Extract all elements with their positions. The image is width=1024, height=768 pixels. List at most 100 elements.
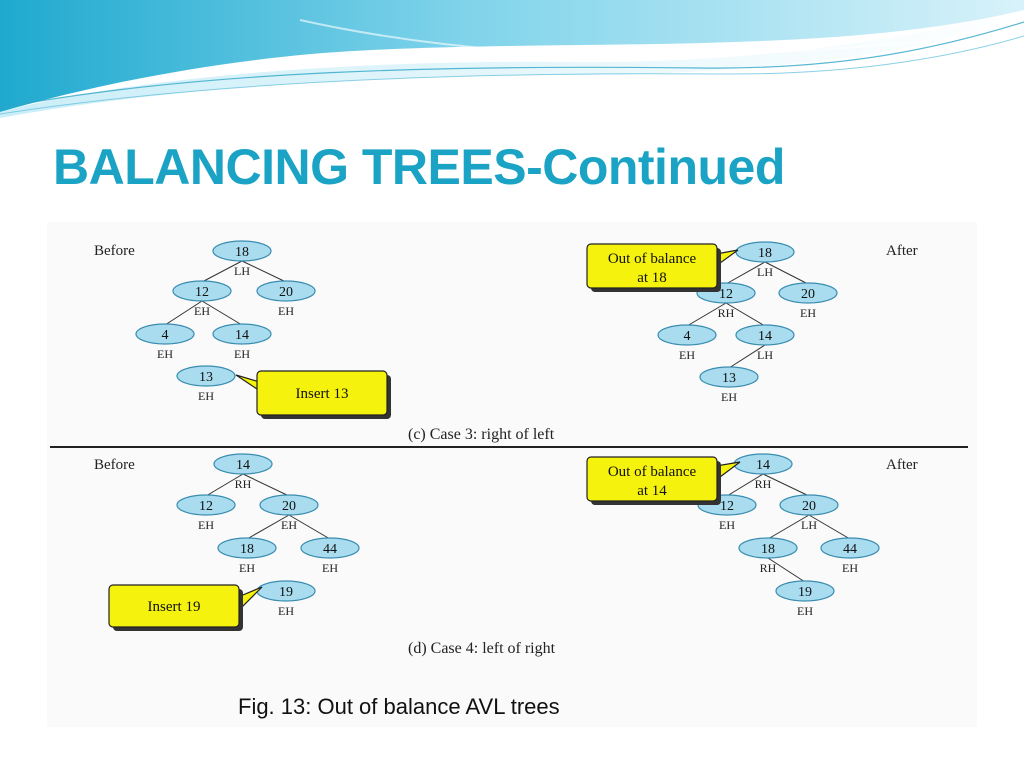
case4-after-edge-14-12	[726, 473, 764, 497]
case3-after-edge-18-12	[725, 261, 766, 285]
tree-node-key: 14	[758, 329, 772, 344]
tree-node-balance: EH	[234, 347, 250, 361]
tree-node-shape	[657, 324, 717, 346]
callout-out-of-balance-14: Out of balance at 14	[586, 456, 741, 505]
tree-node-shape	[699, 366, 759, 388]
tree-node-balance: LH	[801, 518, 817, 532]
case4-after-edge-18-19	[767, 557, 806, 583]
case4-after-edge-14-20	[762, 473, 810, 497]
case3-after-edge-18-20	[764, 261, 809, 285]
case4-caption: (d) Case 4: left of right	[408, 640, 556, 657]
header-wave-banner	[0, 0, 1024, 118]
tree-node-shape	[212, 240, 272, 262]
tree-node-balance: EH	[797, 604, 813, 618]
callout-insert-13: Insert 13	[235, 370, 391, 419]
case4-after-edge-20-44	[808, 514, 851, 540]
after-label-case4: After	[886, 457, 918, 473]
tree-node-balance: LH	[757, 348, 773, 362]
tree-node-key: 12	[199, 499, 213, 514]
callout-insert-19-text: Insert 19	[148, 599, 201, 615]
tree-node-key: 19	[798, 585, 812, 600]
callout-out-of-balance-14-line1: Out of balance	[608, 464, 697, 480]
tree-node-shape	[217, 537, 277, 559]
tree-node-key: 12	[720, 499, 734, 514]
case4-before-edge-20-44	[288, 514, 331, 540]
tree-node-key: 13	[199, 370, 213, 385]
tree-node-key: 44	[323, 542, 337, 557]
callout-out-of-balance-18: Out of balance at 18	[586, 243, 739, 292]
tree-node-balance: LH	[757, 265, 773, 279]
callout-insert-19: Insert 19	[108, 584, 263, 631]
tree-node-key: 20	[279, 285, 293, 300]
tree-node-key: 4	[162, 328, 169, 343]
callout-out-of-balance-18-line1: Out of balance	[608, 251, 697, 267]
tree-node-shape	[176, 365, 236, 387]
callout-insert-13-text: Insert 13	[296, 386, 349, 402]
case4-after-edge-20-18	[767, 514, 810, 540]
tree-node-balance: EH	[719, 518, 735, 532]
case4-before-edge-20-18	[246, 514, 290, 540]
tree-node-key: 14	[235, 328, 249, 343]
case3-before-edge-12-14	[201, 300, 243, 326]
tree-node-key: 13	[722, 371, 736, 386]
tree-node-balance: EH	[239, 561, 255, 575]
tree-node-shape	[778, 282, 838, 304]
tree-node-shape	[176, 494, 236, 516]
case3-before-edge-18-12	[201, 260, 243, 283]
tree-node-key: 4	[684, 329, 691, 344]
tree-node-balance: EH	[721, 390, 737, 404]
slide-title: BALANCING TREES-Continued	[53, 139, 785, 195]
tree-node-key: 12	[719, 287, 733, 302]
tree-node-balance: EH	[157, 347, 173, 361]
tree-node-key: 19	[279, 585, 293, 600]
tree-node-shape	[212, 323, 272, 345]
tree-node-shape	[256, 280, 316, 302]
tree-node-balance: RH	[718, 306, 735, 320]
tree-node-balance: EH	[278, 304, 294, 318]
tree-node-balance: EH	[281, 518, 297, 532]
tree-node-key: 20	[802, 499, 816, 514]
tree-node-shape	[779, 494, 839, 516]
tree-node-key: 18	[235, 245, 249, 260]
tree-node-key: 14	[236, 458, 250, 473]
tree-node-balance: EH	[278, 604, 294, 618]
before-label-case3: Before	[94, 243, 135, 259]
tree-node-balance: EH	[800, 306, 816, 320]
tree-node-key: 18	[761, 542, 775, 557]
case3-after-edge-12-4	[686, 302, 727, 327]
tree-node-shape	[775, 580, 835, 602]
tree-node-balance: RH	[235, 477, 252, 491]
case3-after-edge-12-14	[725, 302, 766, 327]
after-label-case3: After	[886, 243, 918, 259]
tree-node-balance: EH	[194, 304, 210, 318]
case3-before-node-4: 4EH	[135, 323, 195, 361]
tree-node-balance: EH	[679, 348, 695, 362]
tree-node-key: 14	[756, 458, 770, 473]
tree-node-key: 20	[801, 287, 815, 302]
tree-node-shape	[213, 453, 273, 475]
tree-node-balance: EH	[198, 389, 214, 403]
tree-node-balance: EH	[198, 518, 214, 532]
tree-node-balance: EH	[322, 561, 338, 575]
case4-before-edge-14-20	[242, 473, 290, 497]
tree-node-shape	[820, 537, 880, 559]
tree-node-key: 44	[843, 542, 857, 557]
case3-before-edge-18-20	[241, 260, 287, 283]
